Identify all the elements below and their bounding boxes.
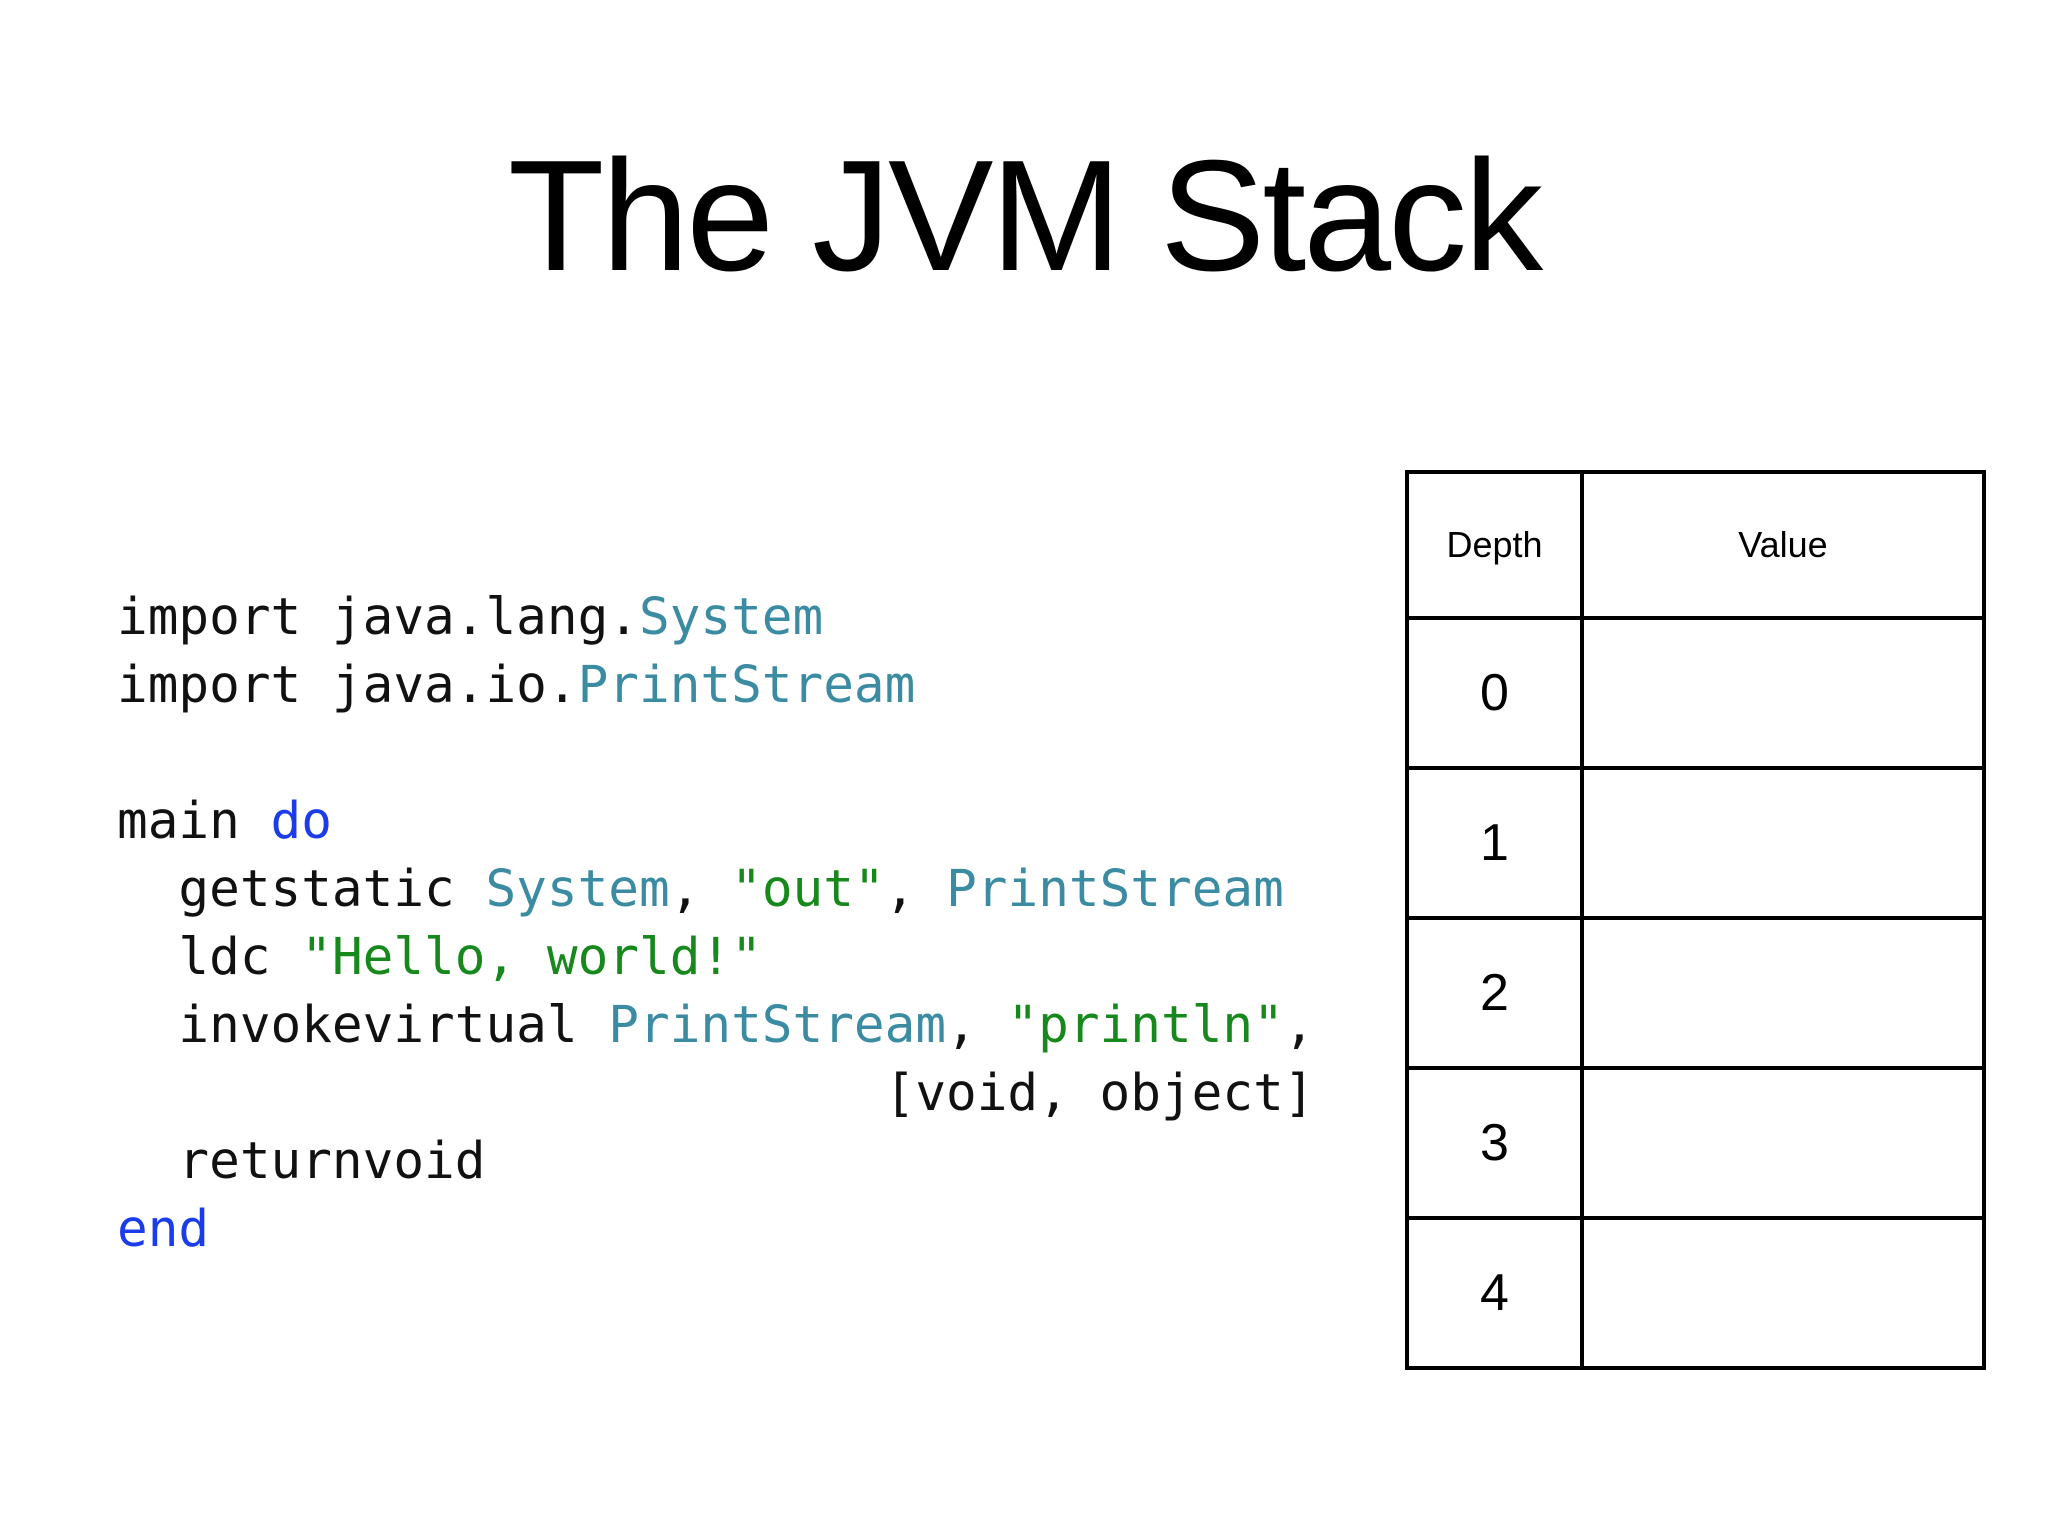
table-cell-value [1580,1216,1986,1370]
code-token: invokevirtual [117,996,609,1055]
code-token: import java.lang. [117,588,639,647]
table-row: 0 [1405,616,1986,770]
code-token: end [117,1200,210,1259]
code-token: "Hello, world!" [301,928,762,987]
code-line: ldc "Hello, world!" [117,924,1315,992]
code-token: ldc [117,928,302,987]
code-token: returnvoid [117,1132,486,1191]
table-row: 4 [1405,1216,1986,1370]
table-header-value: Value [1580,470,1986,620]
code-line: returnvoid [117,1128,1315,1196]
code-token: main [117,792,271,851]
table-cell-depth: 1 [1405,766,1584,920]
code-token: do [270,792,332,851]
code-token: import java.io. [117,656,578,715]
code-token: getstatic [117,860,486,919]
code-line: import java.io.PrintStream [117,652,1315,720]
code-token: "out" [731,860,885,919]
table-cell-value [1580,766,1986,920]
table-cell-value [1580,916,1986,1070]
table-cell-depth: 4 [1405,1216,1584,1370]
table-cell-value [1580,1066,1986,1220]
table-cell-value [1580,616,1986,770]
code-token: PrintStream [608,996,947,1055]
table-cell-depth: 3 [1405,1066,1584,1220]
code-line: invokevirtual PrintStream, "println", [117,992,1315,1060]
code-line [117,720,1315,788]
table-cell-depth: 2 [1405,916,1584,1070]
code-token: , [669,860,732,919]
code-token: System [638,588,824,647]
code-line: import java.lang.System [117,584,1315,652]
code-line: end [117,1196,1315,1264]
code-token: "println" [1007,996,1284,1055]
table-cell-depth: 0 [1405,616,1584,770]
code-token: , [1283,996,1315,1055]
code-line: [void, object] [117,1060,1315,1128]
table-header-depth: Depth [1405,470,1584,620]
table-row: 1 [1405,766,1986,920]
table-row: 2 [1405,916,1986,1070]
table-row: 3 [1405,1066,1986,1220]
code-token: [void, object] [117,1064,1315,1123]
code-line: main do [117,788,1315,856]
code-token: , [946,996,1008,1055]
code-token: PrintStream [946,860,1284,919]
code-line: getstatic System, "out", PrintStream [117,856,1315,924]
code-token: System [485,860,670,919]
code-token: PrintStream [577,656,916,715]
slide-title: The JVM Stack [507,128,1543,304]
code-token: , [884,860,947,919]
